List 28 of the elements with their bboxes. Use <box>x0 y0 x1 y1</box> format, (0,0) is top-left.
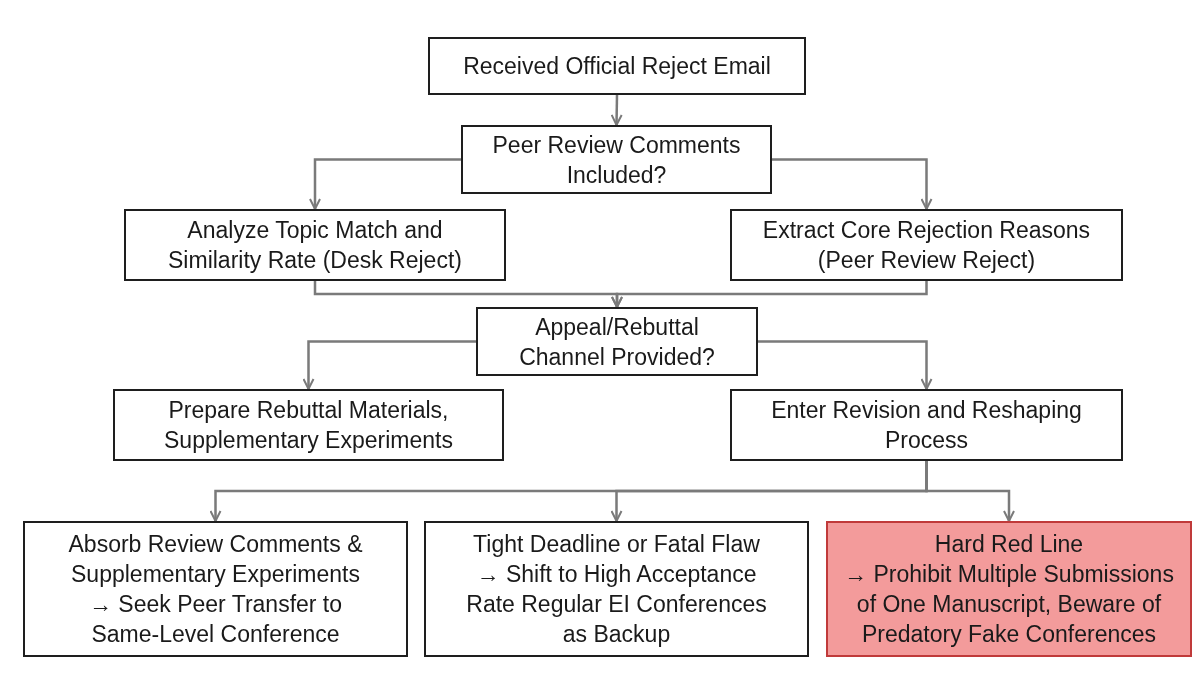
box-text: Hard Red Line <box>934 530 1084 559</box>
process-box <box>124 209 506 281</box>
process-box <box>23 521 408 657</box>
arrow <box>610 94 623 126</box>
arrow <box>302 340 476 390</box>
box-text: Extract Core Rejection Reasons (Peer Review Reject) <box>761 216 1092 275</box>
process-box <box>730 389 1123 461</box>
process-box <box>428 37 806 95</box>
box-text: Absorb Review Comments & Supplementary Experiments → Seek Peer Transfer to Same-Level Conference <box>67 530 364 649</box>
box-text: → Prohibit Multiple Submissions of One Manuscript, Beware of Predatory Fake Conferences <box>843 560 1175 649</box>
process-box <box>113 389 504 461</box>
box-text: Peer Review Comments Included? <box>491 130 742 190</box>
box-text: Tight Deadline or Fatal Flaw → Shift to High Acceptance Rate Regular EI Conferences as Backup <box>466 530 767 649</box>
process-box <box>476 307 758 376</box>
box-text: Appeal/Rebuttal Channel Provided? <box>518 312 716 372</box>
process-box <box>826 521 1192 657</box>
arrow <box>758 340 933 390</box>
box-text: Analyze Topic Match and Similarity Rate (Desk Reject) <box>167 216 463 275</box>
box-text: Prepare Rebuttal Materials, Supplementary Experiments <box>163 396 454 455</box>
arrow <box>611 281 928 308</box>
process-box <box>461 125 772 194</box>
arrow <box>925 461 1015 522</box>
arrow <box>772 158 933 210</box>
box-text: Received Official Reject Email <box>463 52 771 81</box>
arrow <box>309 158 461 210</box>
process-box <box>424 521 809 657</box>
box-text: Enter Revision and Reshaping Process <box>770 396 1083 455</box>
process-box <box>730 209 1123 281</box>
